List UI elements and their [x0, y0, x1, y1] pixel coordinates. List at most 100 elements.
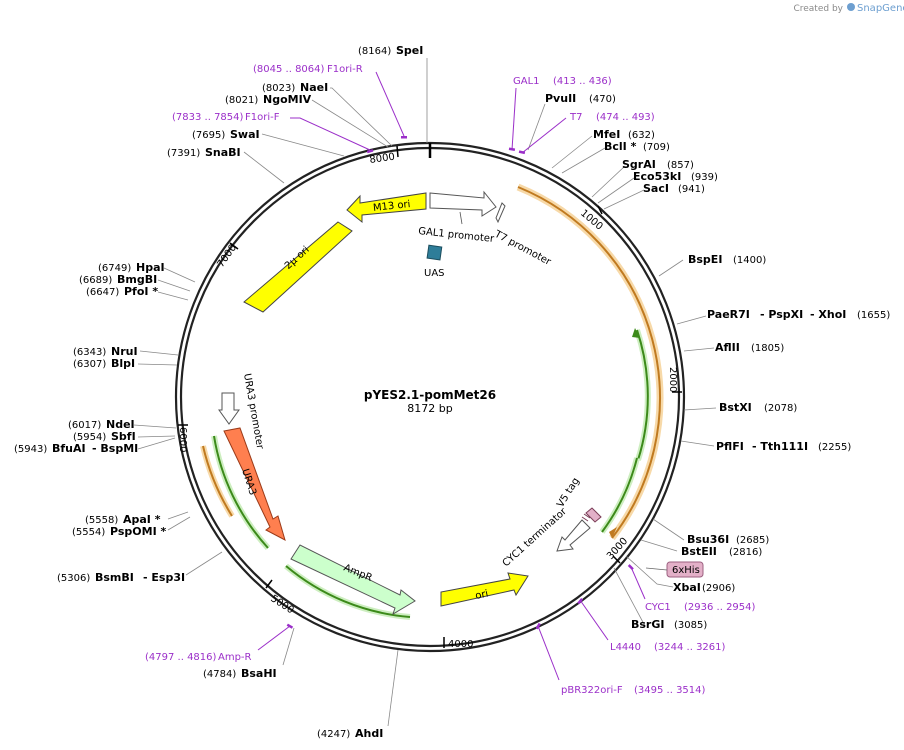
site-xhoi-name[interactable]: - XhoI	[810, 308, 846, 321]
tick-8000: 8000	[369, 152, 396, 166]
feature-6xhis-label: 6xHis	[672, 565, 700, 576]
primer-l4440-name[interactable]: L4440	[610, 642, 641, 653]
site-spei-pos: (8164)	[358, 46, 391, 57]
inner-orf-right-2	[601, 457, 638, 533]
site-ahdi-name[interactable]: AhdI	[355, 727, 383, 740]
feature-gal1-promoter[interactable]	[429, 190, 497, 217]
feature-cyc1-terminator-label: CYC1 terminator	[501, 506, 570, 570]
site-pvuii-name[interactable]: PvuII	[545, 92, 576, 105]
primer-amp-r-range: (4797 .. 4816)	[145, 652, 217, 663]
site-bsteii-pos: (2816)	[729, 547, 762, 558]
site-eco53ki-pos: (939)	[691, 172, 718, 183]
site-bspei-name[interactable]: BspEI	[688, 253, 722, 266]
primer-amp-r-name[interactable]: Amp-R	[218, 652, 252, 663]
left-orf	[213, 435, 269, 549]
feature-gal1-promoter-label: GAL1 promoter	[418, 226, 496, 245]
feature-uas[interactable]	[426, 244, 443, 261]
primer-f1ori-r-range: (8045 .. 8064)	[253, 64, 325, 75]
feature-ori[interactable]	[440, 572, 529, 607]
feature-m13-ori[interactable]	[346, 192, 427, 224]
site-saci-name[interactable]: SacI	[643, 182, 669, 195]
site-pspxi-name[interactable]: - PspXI	[760, 308, 803, 321]
site-sgrai-pos: (857)	[667, 160, 694, 171]
site-ngomiv-name[interactable]: NgoMIV	[263, 93, 312, 106]
site-sbfi-name[interactable]: SbfI	[111, 430, 136, 443]
site-hpai-name[interactable]: HpaI	[136, 261, 165, 274]
site-aflii-name[interactable]: AflII	[715, 341, 740, 354]
tick-4000: 4000	[448, 639, 473, 650]
site-sgrai-name[interactable]: SgrAI	[622, 158, 656, 171]
feature-ori-label: ori	[474, 588, 489, 601]
site-bmgbi-name[interactable]: BmgBI	[117, 273, 157, 286]
site-bsu36i-name[interactable]: Bsu36I	[687, 533, 729, 546]
primer-cyc1-range: (2936 .. 2954)	[684, 602, 756, 613]
site-snabi-pos: (7391)	[167, 148, 200, 159]
site-pfoi-name[interactable]: PfoI *	[124, 285, 158, 298]
primer-f1ori-f-range: (7833 .. 7854)	[172, 112, 244, 123]
site-bsteii-name[interactable]: BstEII	[681, 545, 717, 558]
site-eco53ki-name[interactable]: Eco53kI	[633, 170, 681, 183]
site-bsrgi-name[interactable]: BsrGI	[631, 618, 664, 631]
tick-mark	[612, 555, 621, 564]
feature-v5-tag-label: V5 tag	[555, 476, 582, 510]
leader-lines-left	[133, 58, 428, 727]
site-bstxi-name[interactable]: BstXI	[719, 401, 752, 414]
credit-prefix: Created by	[793, 4, 843, 14]
site-xbai-name[interactable]: XbaI	[673, 581, 701, 594]
site-swai-name[interactable]: SwaI	[230, 128, 260, 141]
site-paer7i-pos: (1655)	[857, 310, 890, 321]
feature-t7-promoter-label: T7 promoter	[492, 228, 554, 268]
feature-t7-promoter[interactable]	[495, 202, 506, 224]
site-spei-name[interactable]: SpeI	[396, 44, 423, 57]
feature-v5-tag[interactable]	[585, 507, 602, 523]
credit-brand: SnapGene	[857, 3, 904, 14]
ampr-orf	[285, 565, 411, 618]
site-paer7i-name[interactable]: PaeR7I	[707, 308, 750, 321]
site-nrui-name[interactable]: NruI	[111, 345, 138, 358]
site-ngomiv-pos: (8021)	[225, 95, 258, 106]
site-pflfi-name[interactable]: PflFI	[716, 440, 744, 453]
gal1-promoter-leader	[459, 211, 463, 225]
primer-gal1-name[interactable]: GAL1	[513, 76, 540, 87]
feature-ampr[interactable]	[290, 544, 416, 616]
site-pspomi-name[interactable]: PspOMI *	[110, 525, 167, 538]
site-blpi-pos: (6307)	[73, 359, 106, 370]
site-snabi-name[interactable]: SnaBI	[205, 146, 241, 159]
site-bsmbi-name[interactable]: BsmBI	[95, 571, 134, 584]
site-naei-name[interactable]: NaeI	[300, 81, 328, 94]
primer-f1ori-f-name[interactable]: F1ori-F	[245, 112, 280, 123]
six-his-leader	[645, 567, 668, 571]
site-ndei-pos: (6017)	[68, 420, 101, 431]
site-bsrgi-pos: (3085)	[674, 620, 707, 631]
site-ahdi-pos: (4247)	[317, 729, 350, 740]
feature-ura3-promoter[interactable]	[218, 392, 240, 425]
site-apai-name[interactable]: ApaI *	[123, 513, 161, 526]
feature-cyc1-terminator[interactable]	[556, 519, 591, 552]
primer-t7-name[interactable]: T7	[569, 112, 582, 123]
feature-uas-label: UAS	[424, 268, 445, 279]
primer-cyc1-name[interactable]: CYC1	[645, 602, 671, 613]
feature-2mu-ori[interactable]	[243, 221, 353, 313]
orf-arc	[517, 186, 661, 539]
site-bcli-name[interactable]: BclI *	[604, 140, 637, 153]
feature-6xhis-badge[interactable]	[666, 561, 704, 578]
sites-left: (8164) SpeI (8023) NaeI (8021) NgoMIV (7…	[14, 44, 423, 740]
feature-ura3[interactable]	[223, 427, 286, 541]
site-bspmi-name[interactable]: - BspMI	[92, 442, 138, 455]
site-bsahi-name[interactable]: BsaHI	[241, 667, 277, 680]
site-mfei-name[interactable]: MfeI	[593, 128, 620, 141]
site-bfuai-name[interactable]: BfuAI	[52, 442, 86, 455]
site-bsmbi-pos: (5306)	[57, 573, 90, 584]
primer-f1ori-r-name[interactable]: F1ori-R	[327, 64, 363, 75]
primer-leaders	[257, 71, 646, 681]
primer-gal1-range: (413 .. 436)	[553, 76, 612, 87]
inner-orf-right	[636, 329, 649, 461]
site-tth111i-name[interactable]: - Tth111I	[752, 440, 808, 453]
primer-pbr322ori-f-name[interactable]: pBR322ori-F	[561, 685, 623, 696]
site-esp3i-name[interactable]: - Esp3I	[143, 571, 185, 584]
tick-mark	[265, 579, 273, 589]
primer-pbr322ori-f-range: (3495 .. 3514)	[634, 685, 706, 696]
site-ndei-name[interactable]: NdeI	[106, 418, 135, 431]
site-blpi-name[interactable]: BlpI	[111, 357, 135, 370]
site-hpai-pos: (6749)	[98, 263, 131, 274]
